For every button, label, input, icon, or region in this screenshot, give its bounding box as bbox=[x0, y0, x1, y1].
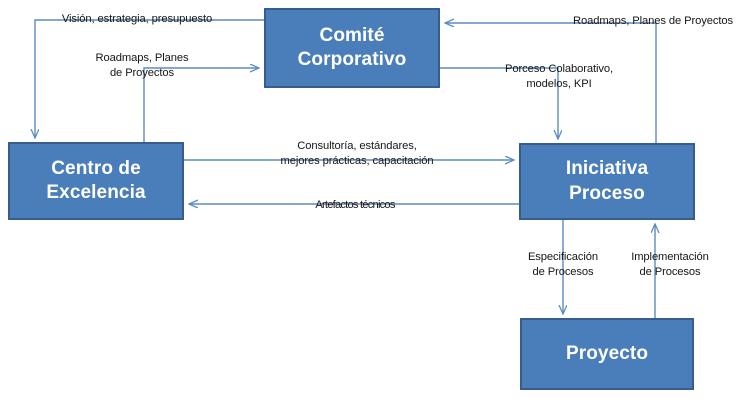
node-iniciativa-proceso[interactable]: Iniciativa Proceso bbox=[519, 143, 695, 220]
edge-roadmaps-planes-left bbox=[143, 68, 259, 143]
edge-label-roadmaps-planes-left: Roadmaps, Planes de Proyectos bbox=[95, 52, 189, 80]
node-comite-corporativo[interactable]: Comité Corporativo bbox=[264, 8, 440, 88]
edge-label-roadmaps-planes-right: Roadmaps, Planes de Proyectos bbox=[572, 15, 734, 27]
node-proyecto[interactable]: Proyecto bbox=[520, 318, 694, 390]
edge-label-consultoria-estandares: Consultoría, estándares, mejores práctic… bbox=[280, 140, 434, 168]
edge-vision-estrategia-presupuesto bbox=[35, 19, 264, 138]
edge-label-porceso-colaborativo: Porceso Colaborativo, modelos, KPI bbox=[505, 63, 613, 91]
node-centro-de-excelencia[interactable]: Centro de Excelencia bbox=[8, 142, 184, 220]
edge-label-vision-estrategia-presupuesto: Visión, estrategia, presupuesto bbox=[61, 13, 213, 25]
edge-label-artefactos-tecnicos: Artefactos técnicos bbox=[315, 199, 395, 211]
edge-roadmaps-planes-right bbox=[445, 23, 657, 143]
edge-label-implementacion-de-procesos: Implementación de Procesos bbox=[631, 251, 709, 279]
edge-porceso-colaborativo bbox=[440, 67, 558, 139]
edge-label-especificacion-de-procesos: Especificación de Procesos bbox=[527, 251, 599, 279]
